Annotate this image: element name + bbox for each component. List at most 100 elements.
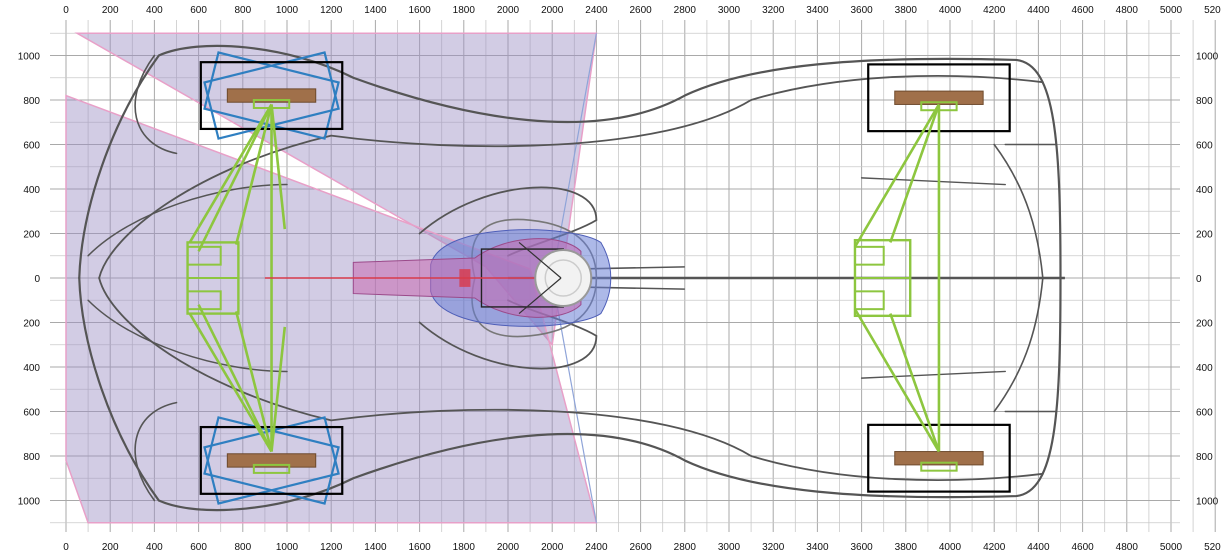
x-tick-top: 3200 — [762, 5, 785, 16]
x-tick-bottom: 3800 — [895, 542, 918, 553]
front-wishbone — [234, 311, 273, 452]
front-wishbone — [188, 312, 273, 453]
car-rear-detail — [860, 177, 1006, 186]
x-tick-bottom: 2000 — [541, 542, 564, 553]
driver-helmet — [534, 249, 593, 307]
car-body-bottom — [78, 276, 1062, 512]
rear-actuator — [853, 290, 885, 311]
x-tick-top: 4400 — [1027, 5, 1050, 16]
y-tick-left: 400 — [23, 185, 40, 196]
x-tick-bottom: 800 — [234, 542, 251, 553]
rear-actuator — [853, 245, 885, 266]
y-tick-left: 600 — [23, 141, 40, 152]
x-tick-top: 200 — [102, 5, 119, 16]
front-wishbone — [188, 103, 273, 244]
x-tick-top: 1400 — [364, 5, 387, 16]
car-rear-detail — [860, 370, 1006, 379]
x-tick-bottom: 0 — [63, 542, 69, 553]
y-tick-left: 1000 — [18, 52, 41, 63]
x-tick-top: 2000 — [541, 5, 564, 16]
y-tick-left: 0 — [34, 274, 40, 285]
x-tick-top: 1000 — [276, 5, 299, 16]
front-actuator — [186, 290, 222, 311]
x-tick-bottom: 1600 — [408, 542, 431, 553]
x-tick-bottom: 2400 — [585, 542, 608, 553]
y-tick-left: 600 — [23, 408, 40, 419]
x-tick-bottom: 400 — [146, 542, 163, 553]
x-tick-top: 3400 — [806, 5, 829, 16]
y-tick-right: 200 — [1196, 230, 1213, 241]
x-tick-top: 4000 — [939, 5, 962, 16]
rear-wishbone — [853, 103, 941, 248]
x-tick-top: 0 — [63, 5, 69, 16]
x-tick-top: 800 — [234, 5, 251, 16]
x-tick-top: 600 — [190, 5, 207, 16]
x-tick-bottom: 4400 — [1027, 542, 1050, 553]
x-tick-top: 3000 — [718, 5, 741, 16]
x-tick-top: 1200 — [320, 5, 343, 16]
x-tick-top: 2400 — [585, 5, 608, 16]
y-tick-right: 600 — [1196, 408, 1213, 419]
x-tick-top: 3600 — [850, 5, 873, 16]
x-tick-top: 3800 — [895, 5, 918, 16]
car-rear-line — [993, 277, 1044, 413]
x-tick-bottom: 2000 — [497, 542, 520, 553]
x-tick-top: 400 — [146, 5, 163, 16]
front-right-steer-envelope — [203, 416, 340, 505]
front-wishbone — [270, 326, 287, 452]
front-left-hub — [226, 88, 317, 103]
front-wishbone — [234, 104, 273, 245]
y-tick-right: 400 — [1196, 185, 1213, 196]
x-tick-top: 2000 — [497, 5, 520, 16]
helmet-visor — [544, 259, 582, 297]
car-nose-line — [87, 183, 288, 257]
front-actuator — [186, 245, 222, 266]
car-rear-line — [993, 143, 1044, 279]
front-wishbone — [197, 304, 273, 453]
car-inner-top — [98, 75, 1044, 279]
harness-strap — [518, 277, 562, 315]
x-tick-top: 2800 — [674, 5, 697, 16]
rear-wishbone — [853, 308, 941, 453]
front-wishbone — [270, 104, 287, 230]
front-wishbone — [197, 103, 273, 252]
y-tick-left: 1000 — [18, 497, 41, 508]
x-tick-bottom: 3000 — [718, 542, 741, 553]
x-tick-top: 5000 — [1160, 5, 1183, 16]
x-tick-bottom: 2800 — [674, 542, 697, 553]
x-tick-bottom: 1800 — [453, 542, 476, 553]
y-tick-right: 1000 — [1196, 52, 1219, 63]
y-tick-left: 400 — [23, 363, 40, 374]
x-tick-bottom: 200 — [102, 542, 119, 553]
car-front-wing — [134, 401, 178, 502]
y-tick-left: 800 — [23, 96, 40, 107]
car-body-top — [78, 44, 1062, 280]
x-tick-bottom: 1200 — [320, 542, 343, 553]
rear-wishbone — [889, 313, 941, 452]
front-right-hub — [226, 453, 317, 468]
y-tick-right: 1000 — [1196, 497, 1219, 508]
car-front-wing — [134, 54, 178, 155]
car-nose-line — [87, 299, 288, 373]
x-tick-bottom: 1400 — [364, 542, 387, 553]
x-tick-top: 4800 — [1116, 5, 1139, 16]
y-tick-right: 800 — [1196, 96, 1213, 107]
x-tick-top: 1800 — [453, 5, 476, 16]
x-tick-bottom: 4000 — [939, 542, 962, 553]
x-tick-bottom: 4600 — [1071, 542, 1094, 553]
front-right-upright — [252, 463, 291, 474]
view-zone-lower — [65, 94, 598, 524]
driver-figure — [264, 229, 612, 327]
y-tick-right: 0 — [1196, 274, 1202, 285]
y-tick-left: 200 — [23, 230, 40, 241]
rear-right-upright — [920, 461, 958, 472]
x-tick-top: 1600 — [408, 5, 431, 16]
x-tick-bottom: 1000 — [276, 542, 299, 553]
y-tick-right: 800 — [1196, 452, 1213, 463]
x-tick-bottom: 5200 — [1204, 542, 1221, 553]
x-tick-top: 4600 — [1071, 5, 1094, 16]
rear-wishbone — [889, 104, 941, 243]
car-inner-bottom — [98, 277, 1044, 481]
